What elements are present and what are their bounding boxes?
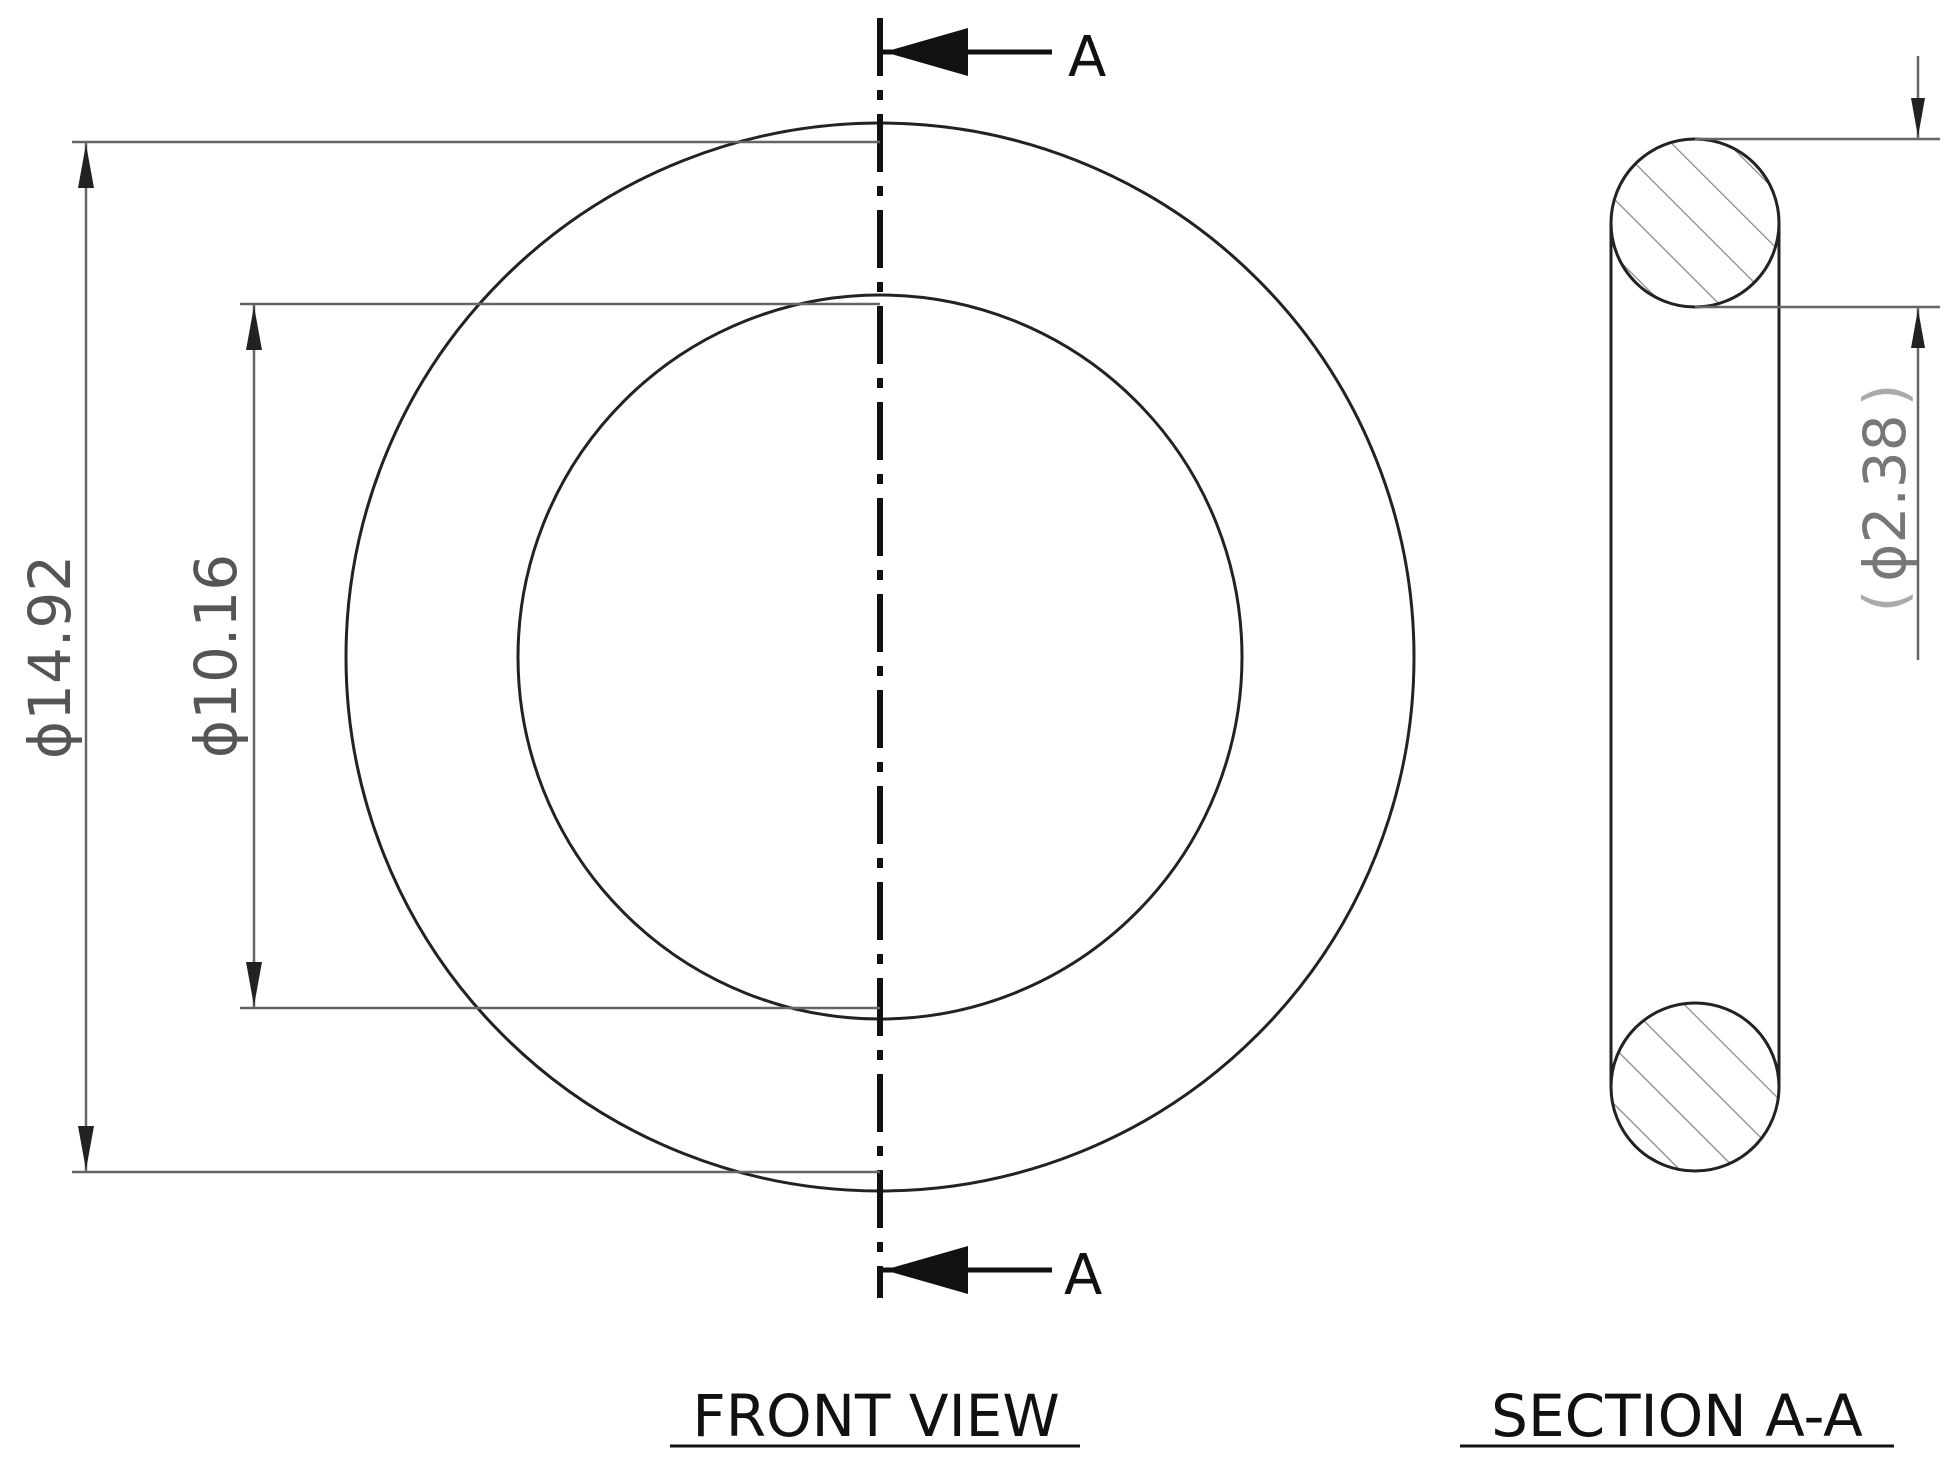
outer-diameter-dimension (72, 140, 880, 1174)
cross-section-top (1609, 137, 1781, 309)
section-letter-bottom: A (1064, 1243, 1102, 1308)
inner-diameter-dimension (240, 302, 880, 1010)
outer-diameter-label: ϕ14.92 (16, 555, 84, 759)
section-arrow-bottom: A (880, 1243, 1102, 1308)
inner-diameter-label: ϕ10.16 (182, 554, 250, 758)
cross-section-dimension (1695, 56, 1940, 660)
section-letter-top: A (1068, 25, 1106, 90)
section-arrow-top: A (880, 25, 1106, 90)
cross-section-bottom (1609, 1001, 1781, 1173)
cross-section-label: (ϕ2.38) (1851, 384, 1919, 613)
section-view-caption: SECTION A-A (1491, 1382, 1863, 1450)
front-view-caption: FRONT VIEW (692, 1382, 1059, 1450)
section-view: (ϕ2.38) SECTION A-A (1460, 56, 1940, 1450)
front-view: A A ϕ14.92 (16, 18, 1416, 1450)
